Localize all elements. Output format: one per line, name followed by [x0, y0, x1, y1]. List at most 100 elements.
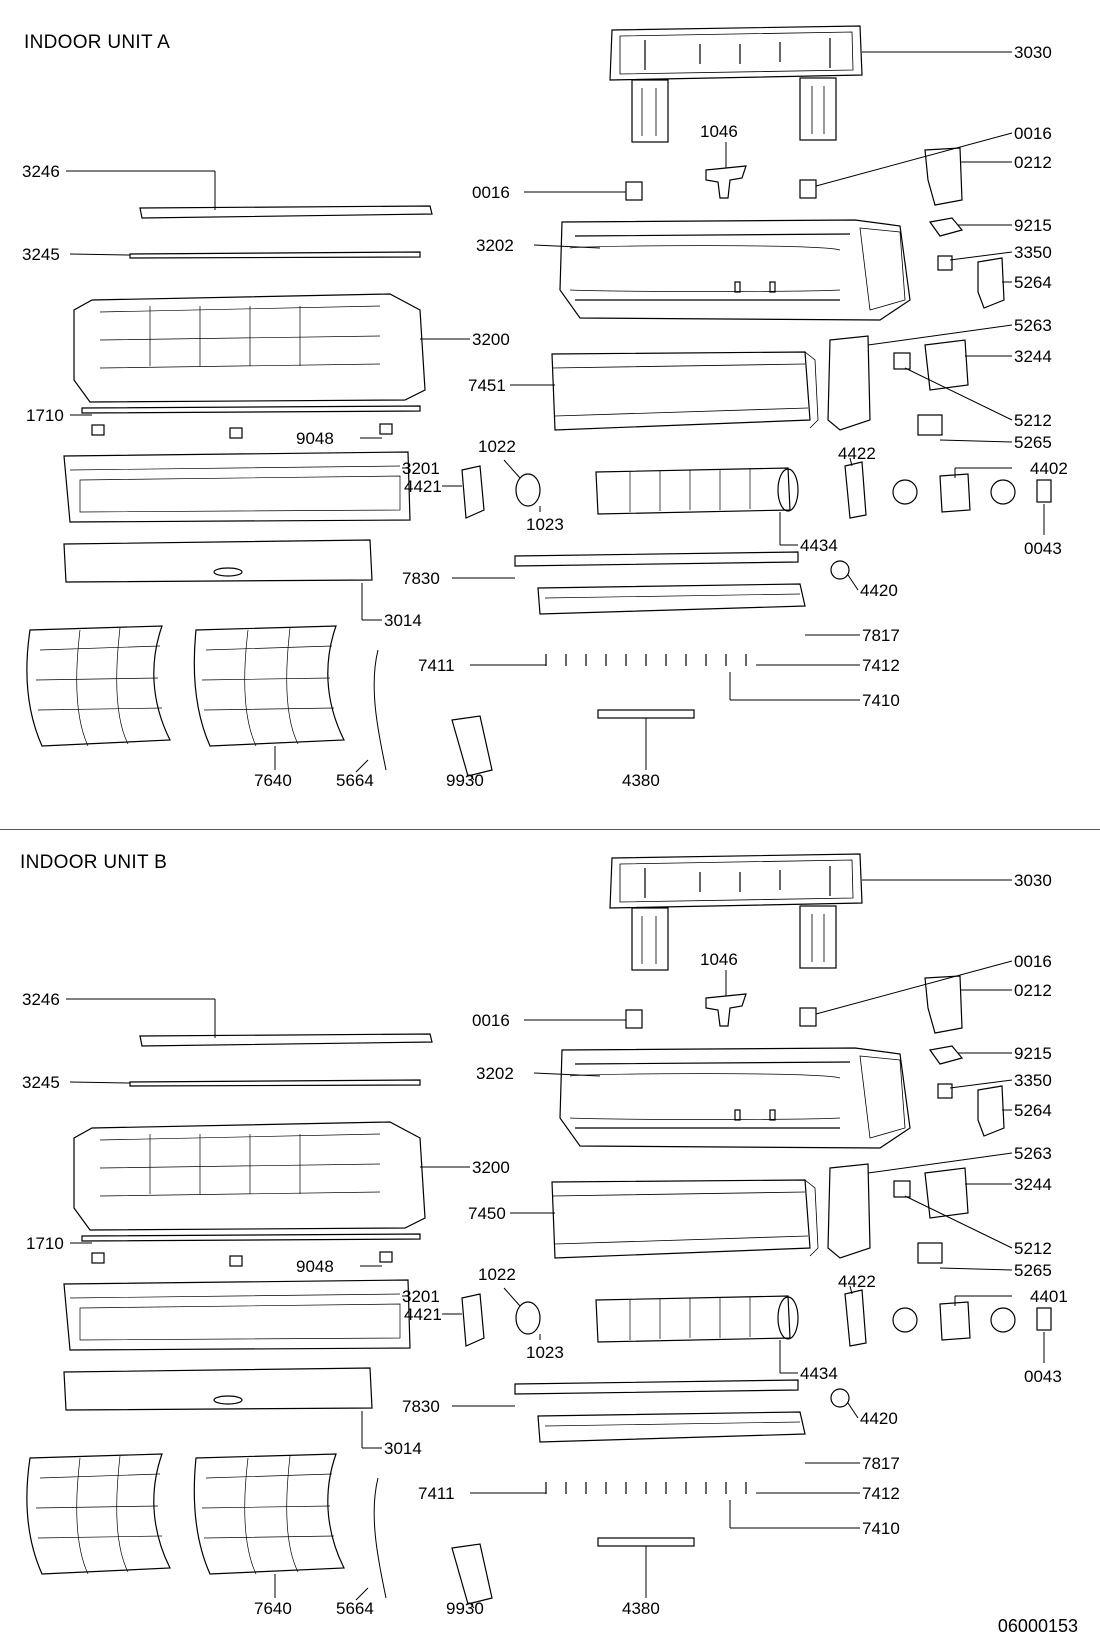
- label-louver-rod: 7410: [862, 691, 900, 710]
- label-clip-left: 0016: [472, 183, 510, 202]
- label-clamp: 9215: [1014, 1044, 1052, 1063]
- label-front-frame: 3200: [472, 330, 510, 349]
- fan-assembly-drawing: [461, 461, 1052, 519]
- label-drain-tube: 7830: [402, 1397, 440, 1416]
- label-strip-top: 3246: [22, 990, 60, 1009]
- drawing-number: 06000153: [997, 1616, 1078, 1636]
- label-control-box: 3244: [1014, 347, 1052, 366]
- label-box-cover: 5264: [1014, 273, 1052, 292]
- label-chassis: 3202: [476, 236, 514, 255]
- label-motor-clip: 0043: [1024, 539, 1062, 558]
- label-strip-mid: 3245: [22, 245, 60, 264]
- label-sensor: 3350: [1014, 1071, 1052, 1090]
- filter-drawing: [26, 1453, 493, 1605]
- label-filter: 7640: [254, 771, 292, 790]
- label-sensor-wire: 5664: [336, 771, 374, 790]
- control-box-drawing: [827, 147, 1005, 436]
- label-louver-assy: 7817: [862, 1454, 900, 1473]
- label-display-strip: 1710: [26, 406, 64, 425]
- leader-lines: [66, 51, 1045, 781]
- label-bushing-top: 1022: [478, 437, 516, 456]
- section-a-title: INDOOR UNIT A: [24, 32, 171, 53]
- evaporator-drawing: [551, 351, 819, 431]
- label-filter: 7640: [254, 1599, 292, 1618]
- label-bushing-bottom: 1023: [526, 1343, 564, 1362]
- label-box-side: 5263: [1014, 316, 1052, 335]
- label-clip-left: 0016: [472, 1011, 510, 1030]
- label-control-box: 3244: [1014, 1175, 1052, 1194]
- clip-drawings: [625, 993, 817, 1029]
- label-strip-mid: 3245: [22, 1073, 60, 1092]
- exploded-view-unit-a: 3030 1046 0016 0212 0016 9215 3202 3350 …: [0, 0, 1100, 790]
- label-bearing: 4421: [404, 477, 442, 496]
- label-wall-plate: 3030: [1014, 43, 1052, 62]
- label-step-motor: 4420: [860, 1409, 898, 1428]
- label-louver-rod: 7410: [862, 1519, 900, 1538]
- label-pcb-small: 5265: [1014, 1261, 1052, 1280]
- label-fan: 4434: [800, 536, 838, 555]
- label-front-panel: 3201: [402, 1287, 440, 1306]
- label-clamp: 9215: [1014, 216, 1052, 235]
- label-front-panel: 3201: [402, 459, 440, 478]
- fan-assembly-drawing: [461, 1289, 1052, 1347]
- label-pcb-small: 5265: [1014, 433, 1052, 452]
- label-bushing-bottom: 1023: [526, 515, 564, 534]
- label-holder: 4380: [622, 771, 660, 790]
- evaporator-drawing: [551, 1179, 819, 1259]
- label-motor-bracket: 4422: [838, 444, 876, 463]
- exploded-view-unit-b: 3030 1046 0016 0212 0016 9215 3202 3350 …: [0, 828, 1100, 1618]
- wall-plate-drawing: [609, 853, 863, 971]
- clip-drawings: [625, 165, 817, 201]
- label-louver-link: 7411: [418, 656, 455, 675]
- label-louver-assy: 7817: [862, 626, 900, 645]
- label-cover-plate: 3014: [384, 1439, 422, 1458]
- front-assembly-drawing: [63, 205, 433, 583]
- label-box-cover: 5264: [1014, 1101, 1052, 1120]
- label-cover-plate: 3014: [384, 611, 422, 630]
- wall-plate-drawing: [609, 25, 863, 143]
- label-bushing-top: 1022: [478, 1265, 516, 1284]
- label-cover-top: 0212: [1014, 153, 1052, 172]
- label-remote: 9930: [446, 771, 484, 790]
- label-strip-top: 3246: [22, 162, 60, 181]
- label-louver-blade: 7412: [862, 656, 900, 675]
- label-sensor-wire: 5664: [336, 1599, 374, 1618]
- label-motor-bracket: 4422: [838, 1272, 876, 1291]
- label-louver-blade: 7412: [862, 1484, 900, 1503]
- label-clip-right: 0016: [1014, 952, 1052, 971]
- label-sensor: 3350: [1014, 243, 1052, 262]
- label-bracket-center: 1046: [700, 950, 738, 969]
- label-hinge: 9048: [296, 1257, 334, 1276]
- section-b-title: INDOOR UNIT B: [20, 852, 168, 873]
- label-fan: 4434: [800, 1364, 838, 1383]
- label-display-strip: 1710: [26, 1234, 64, 1253]
- label-hinge: 9048: [296, 429, 334, 448]
- front-assembly-drawing: [63, 1033, 433, 1411]
- leader-lines: [66, 879, 1045, 1609]
- label-terminal: 5212: [1014, 411, 1052, 430]
- label-clip-right: 0016: [1014, 124, 1052, 143]
- label-louver-link: 7411: [418, 1484, 455, 1503]
- label-evaporator: 7450: [468, 1204, 506, 1223]
- label-cover-top: 0212: [1014, 981, 1052, 1000]
- label-holder: 4380: [622, 1599, 660, 1618]
- louver-drawing: [514, 551, 850, 719]
- label-motor: 4401: [1030, 1287, 1068, 1306]
- label-evaporator: 7451: [468, 376, 506, 395]
- louver-drawing: [514, 1379, 850, 1547]
- label-drain-tube: 7830: [402, 569, 440, 588]
- label-remote: 9930: [446, 1599, 484, 1618]
- chassis-drawing: [559, 219, 911, 321]
- label-motor: 4402: [1030, 459, 1068, 478]
- label-front-frame: 3200: [472, 1158, 510, 1177]
- label-chassis: 3202: [476, 1064, 514, 1083]
- filter-drawing: [26, 625, 493, 777]
- section-divider: [0, 829, 1100, 830]
- label-box-side: 5263: [1014, 1144, 1052, 1163]
- label-wall-plate: 3030: [1014, 871, 1052, 890]
- label-step-motor: 4420: [860, 581, 898, 600]
- chassis-drawing: [559, 1047, 911, 1149]
- label-bracket-center: 1046: [700, 122, 738, 141]
- label-motor-clip: 0043: [1024, 1367, 1062, 1386]
- label-bearing: 4421: [404, 1305, 442, 1324]
